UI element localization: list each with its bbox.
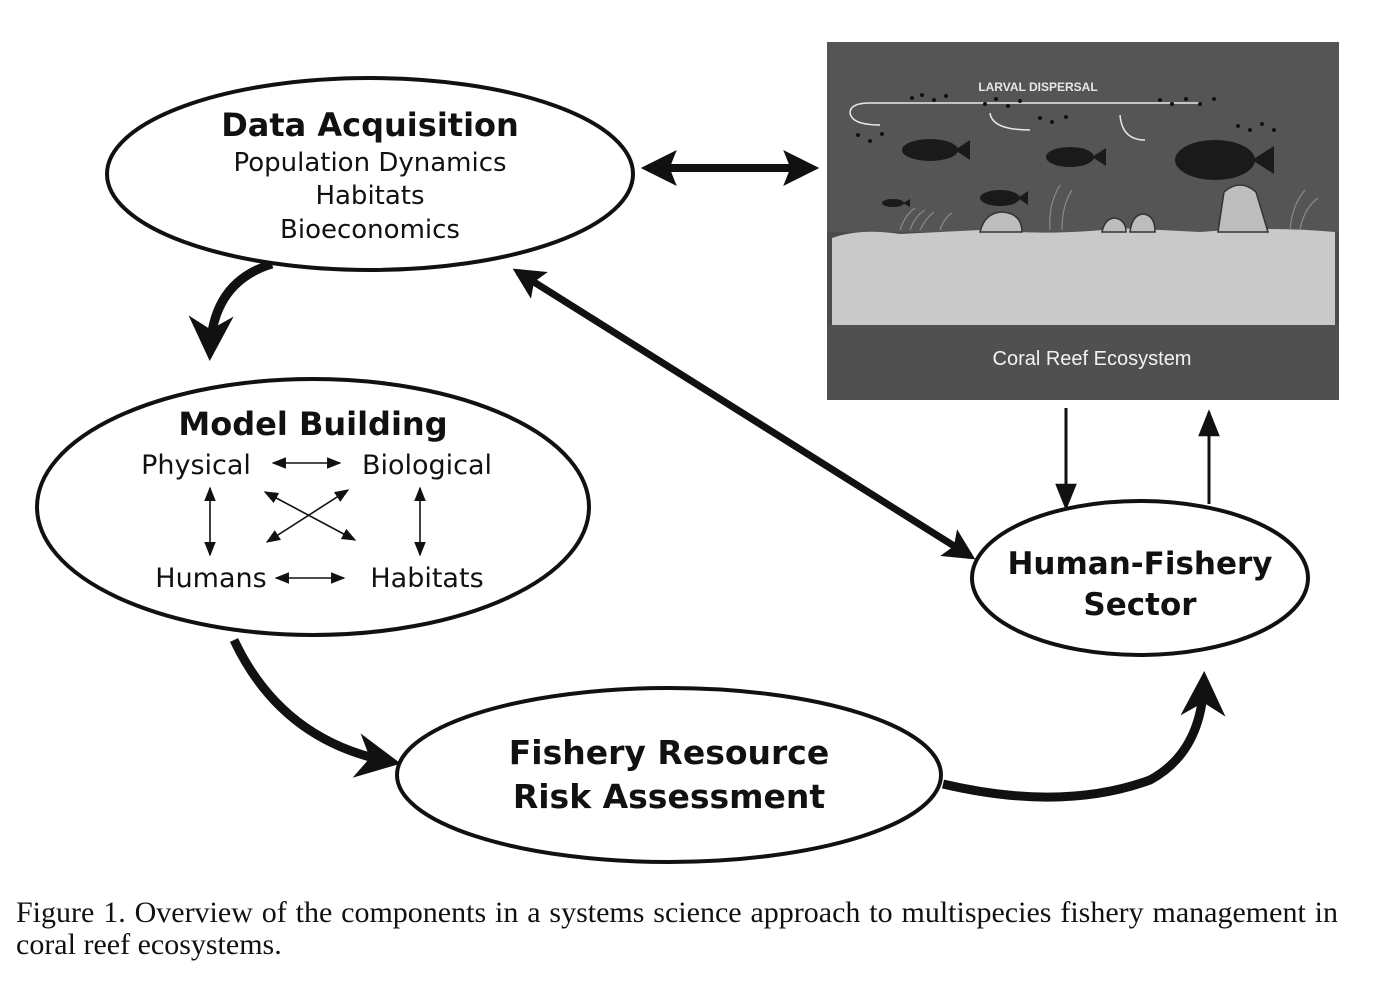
- human-fishery-title-line1: Human-Fishery: [1007, 546, 1272, 582]
- arrow-biological-humans: [265, 489, 350, 543]
- arrow-model-to-risk: [229, 638, 401, 778]
- risk-assessment-node: Fishery Resource Risk Assessment: [395, 686, 943, 864]
- habitats-model-label: Habitats: [370, 563, 483, 594]
- arrow-data-fishery: [512, 268, 976, 560]
- coral-reef-ecosystem-image: LARVAL DISPERSAL Coral Reef Ecosystem: [827, 42, 1339, 400]
- data-acquisition-node: Data Acquisition Population Dynamics Hab…: [105, 76, 635, 272]
- model-building-title: Model Building: [178, 405, 447, 443]
- model-building-node: Model Building Physical Biological Human…: [35, 377, 591, 637]
- figure-caption: Figure 1. Overview of the components in …: [16, 896, 1338, 961]
- arrow-risk-to-fishery: [941, 671, 1226, 802]
- data-acquisition-title: Data Acquisition: [221, 106, 519, 144]
- bioeconomics-label: Bioeconomics: [280, 215, 460, 245]
- human-fishery-node: Human-Fishery Sector: [970, 499, 1310, 657]
- risk-assessment-title-line1: Fishery Resource: [509, 733, 829, 772]
- physical-label: Physical: [141, 450, 251, 481]
- coral-reef-ecosystem-label: Coral Reef Ecosystem: [993, 348, 1192, 370]
- systems-diagram: LARVAL DISPERSAL Coral Reef Ecosystem Da…: [35, 42, 1339, 864]
- risk-assessment-title-line2: Risk Assessment: [513, 777, 826, 816]
- model-relation-arrows: [204, 457, 426, 584]
- human-fishery-title-line2: Sector: [1083, 587, 1197, 623]
- humans-label: Humans: [155, 563, 266, 594]
- population-dynamics-label: Population Dynamics: [233, 148, 506, 178]
- biological-label: Biological: [362, 450, 492, 481]
- larval-dispersal-label: LARVAL DISPERSAL: [978, 80, 1097, 94]
- arrow-data-to-model: [188, 259, 274, 361]
- habitats-label: Habitats: [315, 181, 424, 211]
